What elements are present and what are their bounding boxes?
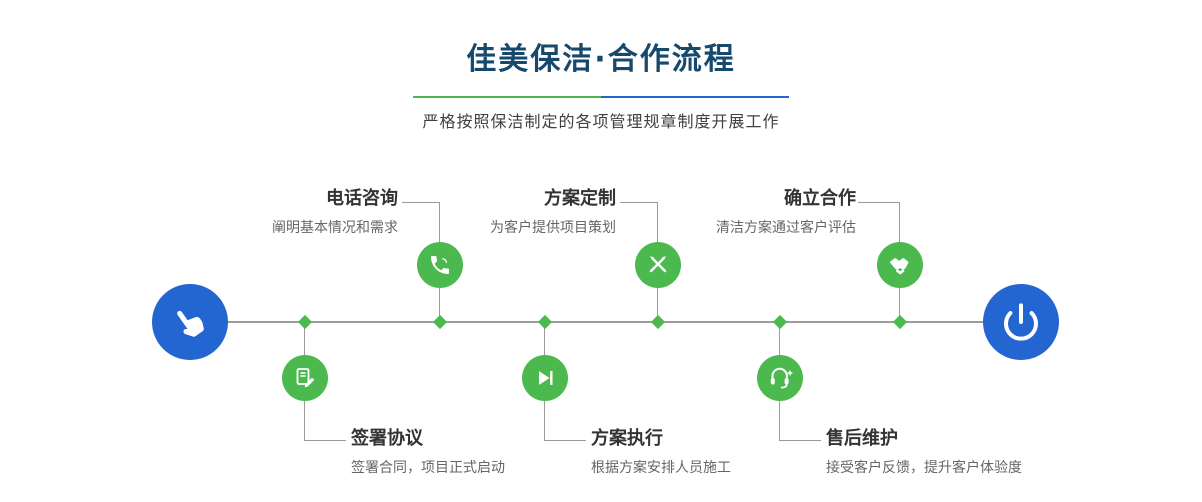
- connector-line: [304, 401, 305, 440]
- step-desc: 根据方案安排人员施工: [591, 460, 731, 476]
- step-desc: 为客户提供项目策划: [490, 220, 616, 236]
- handshake-icon: [889, 258, 909, 275]
- step-desc: 清洁方案通过客户评估: [716, 220, 856, 236]
- headset-icon: [770, 367, 793, 389]
- step-label-contract: 签署协议 签署合同，项目正式启动: [351, 428, 591, 477]
- step-label-play: 方案执行 根据方案安排人员施工: [591, 428, 831, 477]
- contract-icon: [296, 368, 315, 388]
- play-icon: [539, 371, 553, 385]
- connector-line: [402, 202, 440, 203]
- connector-line: [544, 322, 545, 355]
- timeline-node-diamond: [537, 314, 553, 330]
- power-icon: [1004, 303, 1038, 341]
- connector-line: [858, 202, 900, 203]
- timeline-node-diamond: [432, 314, 448, 330]
- step-desc: 阐明基本情况和需求: [272, 220, 398, 236]
- step-label-design: 方案定制 为客户提供项目策划: [396, 188, 616, 237]
- step-label-handshake: 确立合作 清洁方案通过客户评估: [636, 188, 856, 237]
- divider-blue-segment: [601, 96, 789, 98]
- connector-line: [439, 288, 440, 322]
- timeline-start-node: [152, 284, 228, 360]
- hand-pointer-icon: [177, 310, 204, 337]
- connector-line: [439, 202, 440, 242]
- connector-line: [899, 288, 900, 322]
- connector-line: [779, 440, 821, 441]
- timeline-node-diamond: [297, 314, 313, 330]
- connector-line: [304, 440, 346, 441]
- step-node-contract: [282, 355, 328, 401]
- step-node-handshake: [877, 242, 923, 288]
- design-icon: [649, 256, 667, 273]
- step-desc: 接受客户反馈，提升客户体验度: [826, 460, 1022, 476]
- timeline-node-diamond: [892, 314, 908, 330]
- connector-line: [899, 202, 900, 242]
- step-node-design: [635, 242, 681, 288]
- connector-line: [657, 202, 658, 242]
- step-title: 电话咨询: [326, 188, 398, 209]
- page-subtitle: 严格按照保洁制定的各项管理规章制度开展工作: [422, 112, 780, 131]
- step-desc: 签署合同，项目正式启动: [351, 460, 505, 476]
- step-node-play: [522, 355, 568, 401]
- step-title: 方案执行: [591, 428, 663, 449]
- connector-line: [779, 322, 780, 355]
- connector-line: [544, 440, 586, 441]
- timeline-node-diamond: [650, 314, 666, 330]
- connector-line: [657, 288, 658, 322]
- step-label-phone: 电话咨询 阐明基本情况和需求: [178, 188, 398, 237]
- connector-line: [779, 401, 780, 440]
- divider-green-segment: [413, 96, 601, 98]
- title-divider: [413, 96, 789, 98]
- step-node-headset: [757, 355, 803, 401]
- timeline-end-node: [983, 284, 1059, 360]
- step-title: 签署协议: [351, 428, 423, 449]
- page-title: 佳美保洁·合作流程: [466, 42, 736, 77]
- timeline-node-diamond: [772, 314, 788, 330]
- step-node-phone: [417, 242, 463, 288]
- step-title: 售后维护: [826, 428, 898, 449]
- connector-line: [544, 401, 545, 440]
- step-title: 方案定制: [544, 188, 616, 209]
- step-label-headset: 售后维护 接受客户反馈，提升客户体验度: [826, 428, 1066, 477]
- timeline-line: [190, 321, 1022, 323]
- connector-line: [620, 202, 658, 203]
- step-title: 确立合作: [784, 188, 856, 209]
- connector-line: [304, 322, 305, 355]
- phone-icon: [431, 256, 449, 274]
